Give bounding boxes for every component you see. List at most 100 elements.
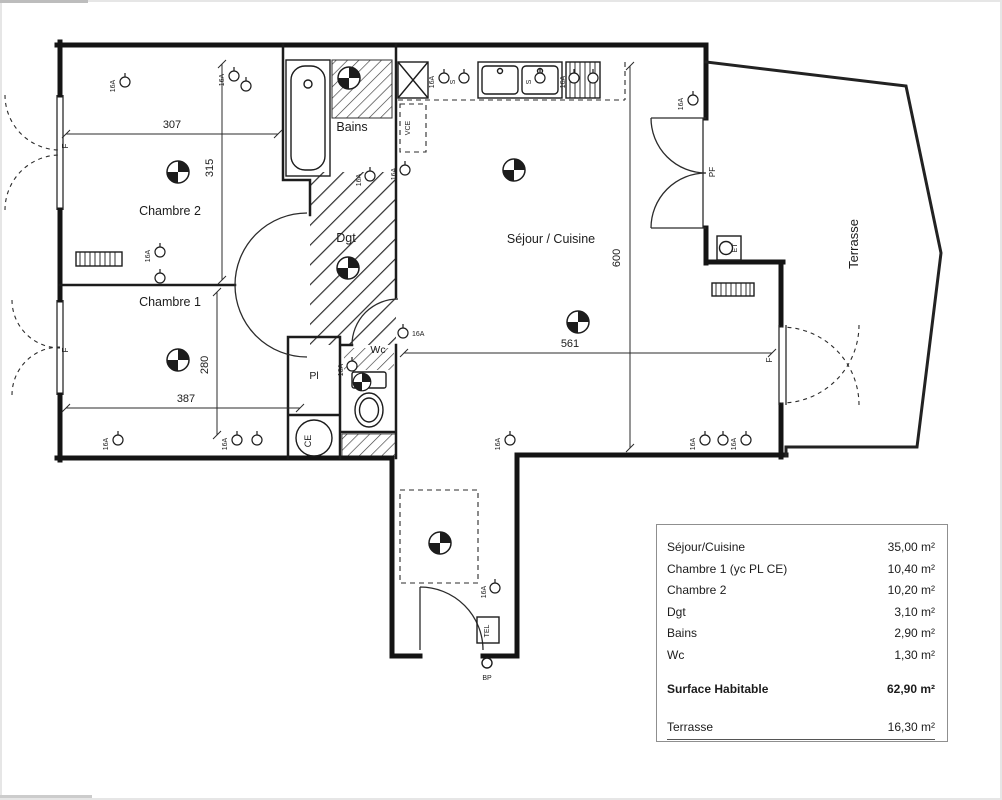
interior-walls	[58, 43, 398, 460]
doorbell-label-bp: BP	[482, 675, 492, 682]
legend-value: 35,00 m²	[887, 540, 935, 554]
socket-16a: 16A	[110, 72, 131, 92]
socket-16a: 16A	[222, 430, 243, 450]
legend-label: Séjour/Cuisine	[667, 540, 746, 554]
radiator-sejour	[711, 282, 755, 297]
room-label-terrasse: Terrasse	[846, 219, 861, 269]
bathtub	[285, 59, 331, 177]
legend-label: Chambre 2	[667, 583, 727, 597]
scan-artifact	[0, 0, 88, 3]
socket-16a	[717, 430, 729, 446]
dimension-561: 561	[561, 338, 579, 350]
ceiling-light-symbol	[502, 158, 526, 182]
tel-box	[476, 616, 500, 644]
door-arc-wc	[351, 298, 399, 346]
room-label-bains: Bains	[336, 120, 367, 134]
socket-16a: 16A	[690, 430, 711, 450]
radiator-chambre	[75, 251, 123, 267]
window-label-f: F	[61, 143, 70, 148]
socket-label: 16A	[560, 75, 567, 88]
kitchen-counter-outline	[398, 62, 626, 101]
room-labels: Chambre 2 Chambre 1 Bains Dgt Wc Séjour …	[139, 120, 861, 447]
phone-label-tel: TEL	[484, 624, 491, 637]
ceiling-light-symbol	[166, 160, 190, 184]
door-swings	[234, 117, 707, 651]
legend-terrasse-value: 16,30 m²	[887, 719, 935, 734]
socket-16a: 16A	[678, 90, 699, 110]
socket-label: 16A	[690, 437, 697, 450]
socket-16a: 16A	[397, 323, 425, 339]
legend-row: Wc 1,30 m²	[667, 645, 935, 667]
area-legend: Séjour/Cuisine 35,00 m² Chambre 1 (yc PL…	[656, 524, 948, 742]
legend-total-label: Surface Habitable	[667, 682, 769, 696]
socket-label: 16A	[391, 167, 398, 180]
ceiling-light-symbol	[166, 348, 190, 372]
entry-vestibule-outline	[399, 489, 479, 584]
socket-label: 16A	[338, 363, 345, 376]
doorbell-symbol	[481, 657, 493, 669]
socket-label: 16A	[481, 585, 488, 598]
legend-value: 3,10 m²	[894, 604, 935, 619]
socket-16a	[251, 430, 263, 446]
duct-hatch-bottom	[341, 433, 397, 457]
switch-s: S	[450, 68, 470, 84]
ceiling-light-symbol	[566, 310, 590, 334]
window-swings-dashed	[4, 94, 860, 406]
legend-value: 10,20 m²	[887, 583, 935, 597]
dimension-labels: 307 315 280 387 561 600	[163, 119, 623, 405]
legend-label: Wc	[667, 647, 685, 662]
socket-16a	[587, 68, 599, 84]
kitchen-sink	[477, 61, 563, 99]
water-heater-ce	[295, 419, 333, 457]
socket-label: 16A	[678, 97, 685, 110]
et-box	[716, 235, 742, 261]
legend-value: 10,40 m²	[887, 561, 935, 576]
socket-16a: 16A	[560, 68, 580, 88]
technical-labels: F F F PF VCE TEL BP ET	[61, 120, 774, 682]
legend-terrasse-row: Terrasse 16,30 m²	[667, 717, 935, 740]
vce-duct-outline	[399, 103, 427, 153]
electrical-markers: 16A 16A 16A S S 16A 16A 16A 16A 16A 16A …	[103, 66, 752, 598]
room-label-ce: CE	[303, 435, 313, 448]
water-label-et: ET	[732, 243, 739, 253]
switch-label: S	[450, 79, 457, 84]
socket-16a: 16A	[103, 430, 124, 450]
kitchen-appliance	[397, 61, 429, 99]
socket-16a: 16A	[731, 430, 752, 450]
legend-total-row: Surface Habitable 62,90 m²	[667, 679, 935, 701]
legend-label: Chambre 1 (yc PL CE)	[667, 561, 788, 576]
room-label-chambre1: Chambre 1	[139, 295, 201, 309]
legend-row: Séjour/Cuisine 35,00 m²	[667, 537, 935, 559]
ceiling-light-symbol	[352, 372, 372, 392]
socket-16a: 16A	[219, 66, 240, 86]
ceiling-light-symbol	[428, 531, 452, 555]
room-label-wc: Wc	[370, 344, 385, 356]
socket-label: 16A	[103, 437, 110, 450]
window-label-f: F	[61, 347, 70, 352]
duct-hatch-bains	[331, 59, 393, 119]
socket-label: 16A	[495, 437, 502, 450]
french-door-label-pf: PF	[708, 167, 717, 177]
socket-16a: 16A	[356, 166, 376, 186]
ceiling-light-symbol	[337, 66, 361, 90]
legend-row: Bains 2,90 m²	[667, 623, 935, 645]
legend-row: Chambre 1 (yc PL CE) 10,40 m²	[667, 559, 935, 581]
scan-artifact	[0, 795, 92, 798]
dashed-outlines	[398, 62, 626, 584]
dimension-280: 280	[199, 356, 211, 374]
socket-label: 16A	[145, 249, 152, 262]
dimension-387: 387	[177, 393, 195, 405]
door-arc-chambre2	[234, 212, 308, 286]
ceiling-light-symbol	[336, 256, 360, 280]
exterior-walls	[54, 39, 789, 659]
dimension-lines	[61, 59, 777, 453]
legend-terrasse-label: Terrasse	[667, 719, 714, 734]
socket-label: 16A	[219, 73, 226, 86]
switch-label: S	[526, 79, 533, 84]
window-swing-chambre2	[4, 94, 61, 211]
legend-row: Chambre 2 10,20 m²	[667, 580, 935, 602]
switch-s: S	[526, 68, 546, 84]
legend-total-value: 62,90 m²	[886, 682, 935, 696]
